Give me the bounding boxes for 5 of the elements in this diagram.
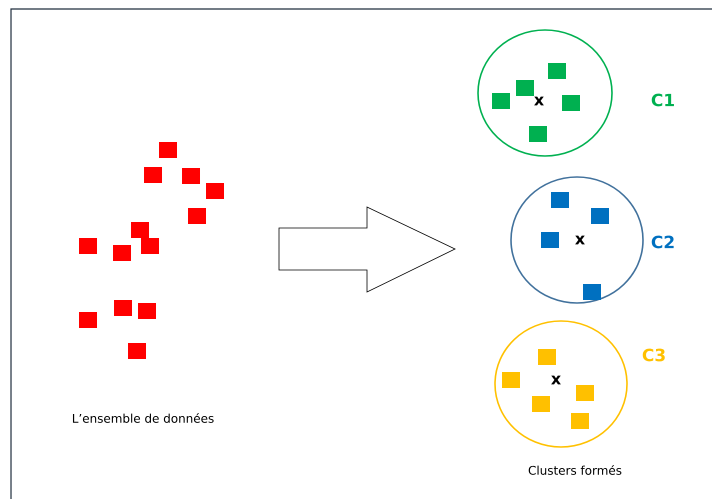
caption: Clusters formés [528, 465, 622, 475]
caption: L’ensemble de données [72, 413, 214, 423]
cluster-label: C3 [642, 348, 665, 362]
cluster-label: C2 [652, 236, 674, 248]
cluster-label: C1 [652, 94, 674, 106]
